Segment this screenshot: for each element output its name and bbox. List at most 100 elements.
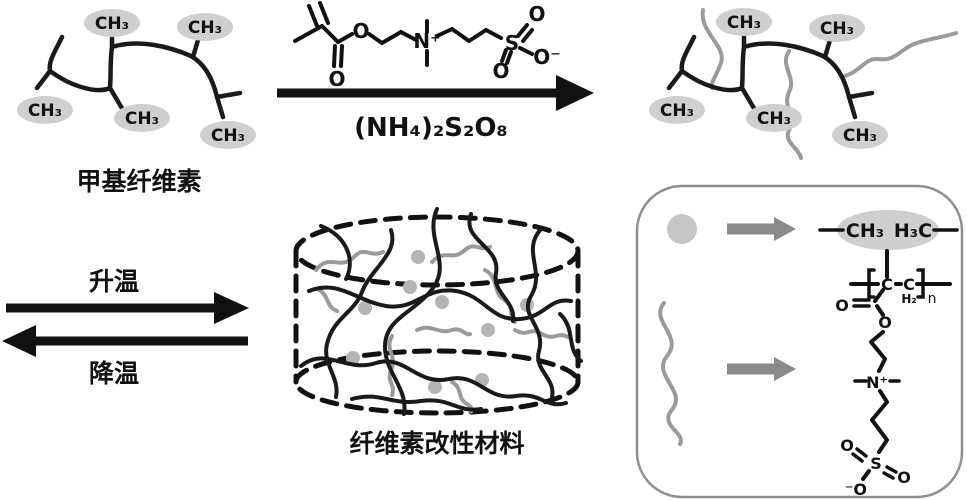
- network-strand: [350, 394, 483, 412]
- network-strands: [299, 207, 583, 416]
- atom-c2: C: [903, 275, 915, 294]
- s-o-minus-bond: [518, 46, 534, 56]
- atom-s: S: [870, 454, 882, 473]
- network-graft-chain: [513, 328, 572, 340]
- legend-methyl-left: CH₃: [846, 220, 884, 242]
- vinyl-double-bond: [307, 1, 330, 28]
- repeat-brackets: [867, 268, 925, 299]
- initiator-label: (NH₄)₂S₂O₈: [354, 113, 508, 143]
- junction-dot: [403, 280, 417, 294]
- hydrogel-cylinder: 纤维素改性材料: [293, 207, 583, 458]
- network-strand: [299, 356, 568, 407]
- methyl-label: CH₃: [727, 13, 761, 33]
- propyl-bonds: [870, 389, 889, 454]
- product-label: 纤维素改性材料: [349, 429, 524, 458]
- carbonyl-bond: [873, 288, 885, 303]
- network-strand: [558, 312, 583, 363]
- ester-bond: [336, 32, 354, 44]
- atom-s: S: [505, 31, 519, 55]
- network-strand: [319, 224, 352, 281]
- atom-o-carbonyl: O: [328, 67, 345, 91]
- repeat-unit-structure: C C H₂ n O O N⁺ S O O ⁻O: [835, 249, 952, 499]
- methyl-group: CH₃: [809, 14, 865, 42]
- s-o-double-bond-top: [516, 23, 534, 43]
- c-o-double-bond: [852, 298, 871, 308]
- atom-o-carbonyl: O: [835, 296, 849, 315]
- methyl-label: CH₃: [757, 109, 791, 129]
- legend-chain-symbol: [658, 301, 683, 446]
- methyl-group: CH₃: [114, 104, 170, 132]
- ethylene-bonds: [869, 330, 887, 373]
- methyl-group: CH₃: [746, 104, 802, 132]
- graft-chain: [700, 8, 724, 90]
- methyl-label: CH₃: [820, 19, 854, 39]
- s-o-double-bond-bottom: [500, 48, 513, 65]
- junction-dot: [435, 295, 449, 309]
- methyl-group: CH₃: [177, 13, 233, 41]
- methylcellulose-structure: CH₃ CH₃ CH₃ CH₃ CH₃ 甲基纤维素: [17, 9, 256, 196]
- graft-structure: CH₃ CH₃ CH₃ CH₃ CH₃: [649, 8, 958, 160]
- junction-dot: [358, 301, 372, 315]
- network-strand: [382, 207, 442, 416]
- atom-c1: C: [881, 275, 893, 294]
- atom-o-right: O: [897, 468, 911, 487]
- network-graft-chain: [430, 244, 492, 264]
- atom-n-plus: N⁺: [866, 373, 888, 392]
- graft-chain: [783, 49, 803, 160]
- cooling-arrow: [2, 325, 248, 357]
- methyl-group: CH₃: [716, 8, 772, 36]
- methyl-label: CH₃: [95, 14, 129, 34]
- n-subscript: n: [928, 291, 937, 307]
- atom-o-bottom: O: [492, 59, 509, 83]
- network-graft-chain: [314, 249, 385, 272]
- s-o-double-bond-right: [882, 465, 898, 480]
- methyl-label: CH₃: [660, 101, 694, 121]
- graft-chain: [843, 31, 958, 78]
- methyl-group: CH₃: [84, 9, 140, 37]
- methyl-group: CH₃: [649, 96, 705, 124]
- network-graft-chains: [314, 244, 572, 414]
- methyl-label: CH₃: [28, 101, 62, 121]
- equilibrium-arrows: 升温 降温: [2, 267, 249, 388]
- legend-arrow-icon: [727, 357, 796, 381]
- propyl-bonds: [435, 27, 503, 43]
- junction-dot: [411, 250, 425, 264]
- network-graft-chain: [415, 325, 472, 337]
- junction-dot: [481, 323, 495, 337]
- arrow-head: [2, 325, 36, 357]
- cooling-label: 降温: [89, 359, 139, 388]
- arrow-head: [556, 75, 594, 111]
- atom-n-plus: N⁺: [413, 29, 440, 53]
- methyl-label: CH₃: [125, 109, 159, 129]
- atom-o-minus: O⁻: [533, 45, 561, 69]
- reaction-arrow: (NH₄)₂S₂O₈: [277, 75, 594, 143]
- methyl-label: CH₃: [188, 18, 222, 38]
- network-strand: [324, 228, 395, 399]
- atom-o-ester: O: [878, 313, 892, 332]
- methacrylate-bonds: [293, 24, 340, 44]
- methyl-group: CH₃: [17, 96, 73, 124]
- h2-label: H₂: [901, 292, 916, 306]
- atom-o-ester: O: [352, 19, 369, 43]
- heating-label: 升温: [89, 267, 139, 296]
- junction-dot: [428, 380, 442, 394]
- legend-methyl-ellipse: CH₃ H₃C: [818, 210, 959, 250]
- reactant-name-label: 甲基纤维素: [76, 167, 201, 196]
- carbonyl-double-bond: [332, 44, 344, 68]
- ester-bond: [875, 304, 885, 317]
- junction-dot: [346, 351, 360, 365]
- atom-o-minus: ⁻O: [845, 480, 867, 499]
- s-o-minus-bond: [861, 469, 871, 481]
- monomer-structure: O O N⁺ S O O O⁻: [293, 1, 561, 91]
- methyl-label: CH₃: [211, 126, 245, 146]
- network-strand: [525, 227, 555, 403]
- legend-box: CH₃ H₃C C C H₂ n O O N⁺ S O: [635, 184, 964, 499]
- atom-o-left: O: [840, 436, 854, 455]
- network-graft-chain: [316, 287, 339, 313]
- network-strand: [467, 212, 516, 323]
- legend-border: [635, 184, 964, 499]
- legend-dot-symbol: [667, 214, 697, 244]
- network-junction-dots: [346, 250, 534, 394]
